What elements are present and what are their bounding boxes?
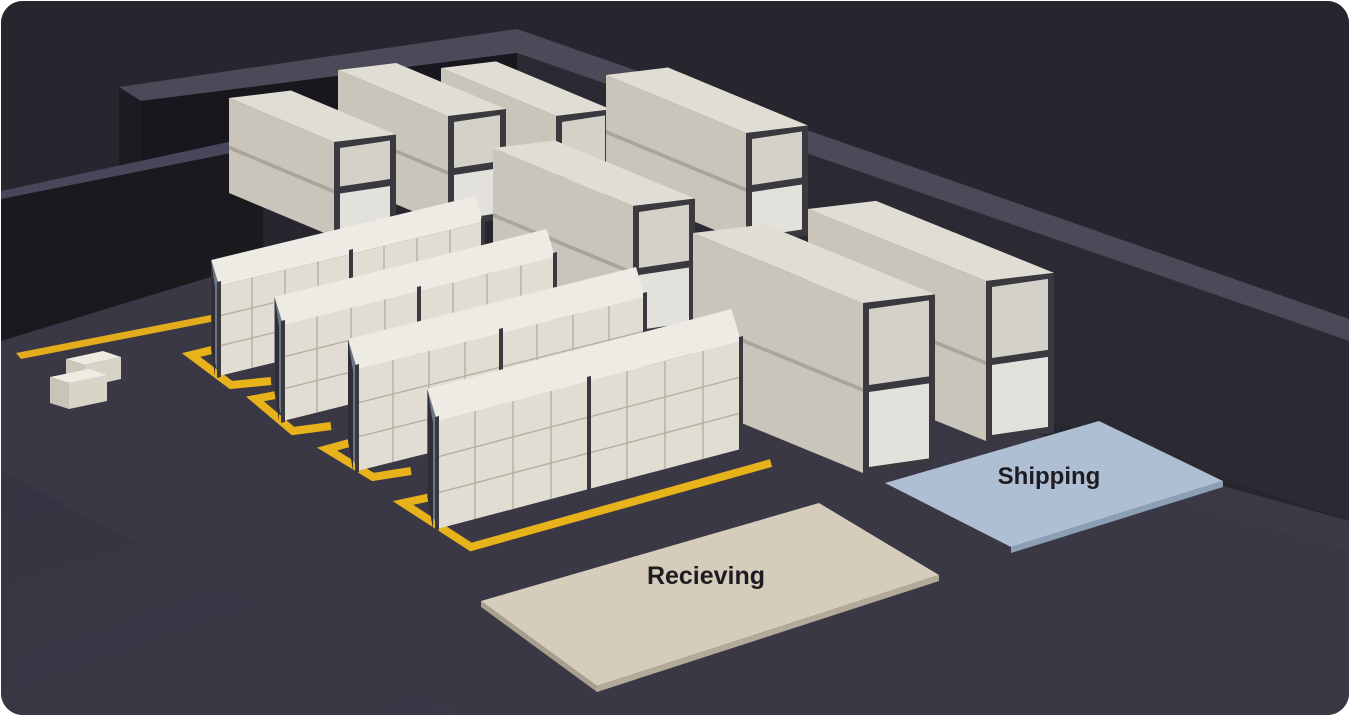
- shipping-container-icon: [338, 63, 506, 226]
- rack-upright: [355, 364, 359, 473]
- back-wall-corner: [119, 87, 141, 181]
- rack-upright: [739, 336, 743, 451]
- shipping-container-icon: [606, 67, 808, 243]
- rack-upright: [217, 281, 221, 378]
- rack-upright: [435, 416, 439, 531]
- left-wall-top: [1, 141, 241, 199]
- zone-shipping-label: Shipping: [998, 463, 1101, 490]
- rack-upright: [281, 320, 285, 423]
- zone-receiving[interactable]: Recieving: [481, 503, 939, 692]
- loose-box-icon: [50, 369, 107, 409]
- zone-shipping[interactable]: Shipping: [885, 421, 1223, 553]
- zone-receiving-label: Recieving: [647, 562, 765, 590]
- left-wall: [1, 141, 263, 341]
- rack-upright: [587, 376, 591, 491]
- shipping-container-icon: [229, 90, 396, 237]
- floor-marking-line: [16, 313, 226, 359]
- pallet-rack-icon: [427, 309, 743, 531]
